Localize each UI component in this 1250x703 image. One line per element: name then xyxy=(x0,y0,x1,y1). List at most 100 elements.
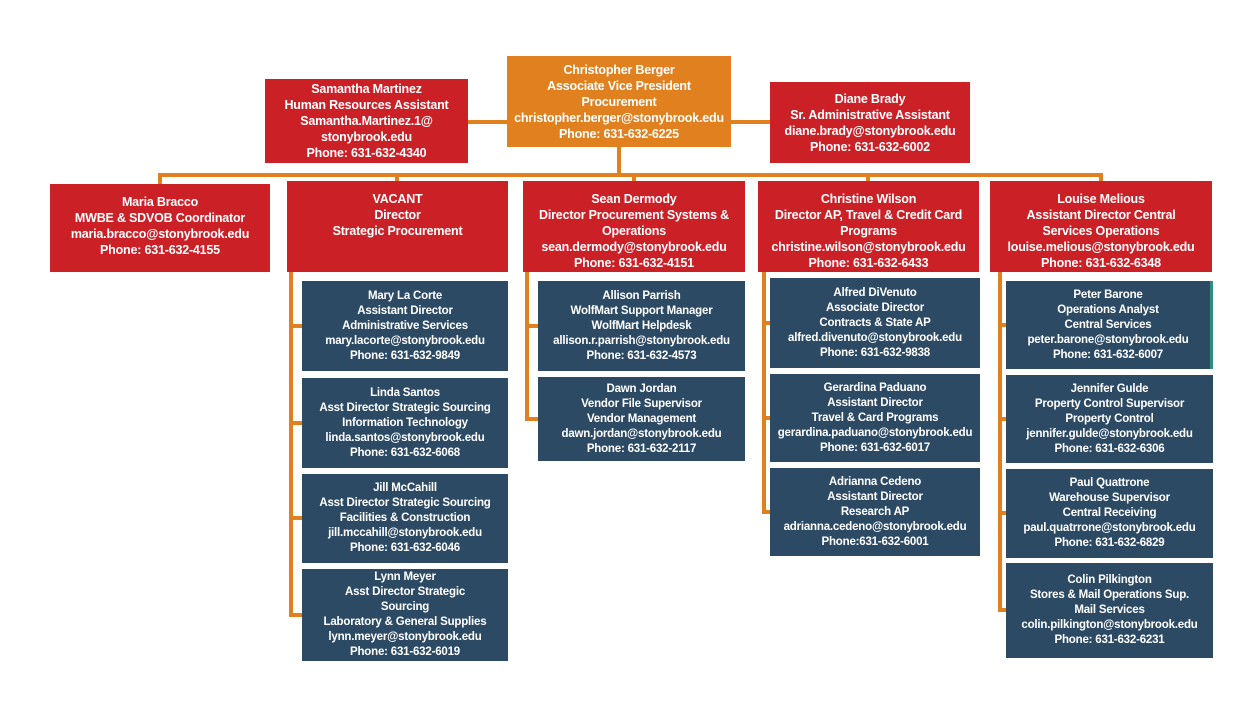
person-title: Assistant Director xyxy=(827,490,923,503)
person-email: lynn.meyer@stonybrook.edu xyxy=(328,631,482,643)
node-gerardina-paduano: Gerardina Paduano Assistant Director Tra… xyxy=(770,374,980,462)
person-name: Gerardina Paduano xyxy=(823,381,927,394)
person-email: jill.mccahill@stonybrook.edu xyxy=(328,527,482,539)
node-jill-mccahill: Jill McCahill Asst Director Strategic So… xyxy=(302,474,508,563)
person-name: Jennifer Gulde xyxy=(1070,382,1149,395)
person-phone: Phone: 631-632-2117 xyxy=(586,442,697,455)
person-email: jennifer.gulde@stonybrook.edu xyxy=(1026,427,1193,440)
person-title: Mail Services xyxy=(1074,604,1145,616)
connector xyxy=(998,323,1006,327)
connector xyxy=(762,416,770,420)
person-phone: Phone: 631-632-4155 xyxy=(100,243,220,257)
person-title: Programs xyxy=(840,224,897,238)
person-name: Peter Barone xyxy=(1073,288,1143,301)
node-peter-barone: Peter Barone Operations Analyst Central … xyxy=(1006,281,1213,369)
person-title: Laboratory & General Supplies xyxy=(323,616,487,628)
person-name: Alfred DiVenuto xyxy=(833,286,917,299)
person-title: Human Resources Assistant xyxy=(284,98,449,112)
person-title: MWBE & SDVOB Coordinator xyxy=(74,211,246,225)
person-phone: Phone: 631-632-6068 xyxy=(350,446,460,459)
person-name: Dawn Jordan xyxy=(606,382,677,395)
connector xyxy=(158,173,162,184)
person-title: Central Receiving xyxy=(1062,507,1157,519)
person-email: linda.santos@stonybrook.edu xyxy=(325,431,485,444)
person-title: Travel & Card Programs xyxy=(811,411,939,424)
connector xyxy=(395,173,399,182)
node-alfred-divenuto: Alfred DiVenuto Associate Director Contr… xyxy=(770,278,980,368)
node-sean-dermody: Sean Dermody Director Procurement System… xyxy=(523,181,745,272)
person-title: Director Procurement Systems & xyxy=(539,208,729,222)
person-name: Jill McCahill xyxy=(373,482,437,494)
person-name: Lynn Meyer xyxy=(374,571,436,583)
person-title: Sr. Administrative Assistant xyxy=(790,107,950,122)
node-linda-santos: Linda Santos Asst Director Strategic Sou… xyxy=(302,378,508,468)
person-email: alfred.divenuto@stonybrook.edu xyxy=(788,331,962,344)
person-title: Property Control Supervisor xyxy=(1034,397,1185,410)
person-email: mary.lacorte@stonybrook.edu xyxy=(325,334,485,347)
node-samantha-martinez: Samantha Martinez Human Resources Assist… xyxy=(265,79,468,163)
connector xyxy=(617,147,621,177)
person-title: Stores & Mail Operations Sup. xyxy=(1029,589,1190,601)
person-phone: Phone: 631-632-6433 xyxy=(808,256,929,270)
connector xyxy=(289,516,302,520)
person-title: Administrative Services xyxy=(342,319,468,332)
node-mary-la-corte: Mary La Corte Assistant Director Adminis… xyxy=(302,281,508,371)
connector xyxy=(762,321,770,325)
person-name: Paul Quattrone xyxy=(1069,477,1150,489)
connector xyxy=(762,510,770,514)
person-phone: Phone: 631-632-6829 xyxy=(1054,537,1165,549)
person-name: Christopher Berger xyxy=(563,62,675,77)
connector xyxy=(998,511,1006,515)
person-phone: Phone: 631-632-4151 xyxy=(574,256,694,270)
person-phone: Phone: 631-632-6007 xyxy=(1053,348,1163,361)
person-title: Director xyxy=(374,208,421,222)
person-title: Asst Director Strategic xyxy=(344,586,466,598)
person-title: Services Operations xyxy=(1042,224,1160,238)
person-phone: Phone: 631-632-4340 xyxy=(306,146,427,160)
person-phone: Phone: 631-632-9838 xyxy=(820,346,930,359)
connector xyxy=(632,173,636,182)
person-email: gerardina.paduano@stonybrook.edu xyxy=(777,426,973,439)
person-email: paul.quatrrone@stonybrook.edu xyxy=(1023,522,1196,534)
connector xyxy=(998,608,1006,612)
connector xyxy=(289,613,302,617)
person-email: sean.dermody@stonybrook.edu xyxy=(541,240,727,254)
person-name: Mary La Corte xyxy=(367,289,443,302)
person-name: Maria Bracco xyxy=(121,195,199,209)
person-phone: Phone: 631-632-6306 xyxy=(1054,442,1165,455)
person-name: Sean Dermody xyxy=(591,192,677,206)
person-title: Operations Analyst xyxy=(1057,303,1159,316)
person-title: Central Services xyxy=(1064,318,1152,331)
connector xyxy=(1099,173,1103,182)
person-name: Christine Wilson xyxy=(820,192,917,206)
person-name: Allison Parrish xyxy=(602,289,681,302)
person-name: Adrianna Cedeno xyxy=(828,475,922,488)
person-title: Contracts & State AP xyxy=(819,316,931,329)
node-adrianna-cedeno: Adrianna Cedeno Assistant Director Resea… xyxy=(770,468,980,556)
person-name: Samantha Martinez xyxy=(311,82,422,96)
person-phone: Phone: 631-632-6046 xyxy=(350,542,460,554)
person-phone: Phone: 631-632-6019 xyxy=(350,646,460,658)
node-lynn-meyer: Lynn Meyer Asst Director Strategic Sourc… xyxy=(302,569,508,661)
person-email: maria.bracco@stonybrook.edu xyxy=(70,227,250,241)
node-louise-melious: Louise Melious Assistant Director Centra… xyxy=(990,181,1212,272)
person-title: Information Technology xyxy=(342,416,468,429)
person-email: allison.r.parrish@stonybrook.edu xyxy=(553,334,730,347)
connector xyxy=(468,120,507,124)
person-phone: Phone:631-632-6001 xyxy=(821,535,929,548)
connector xyxy=(731,120,770,124)
person-title: Assistant Director xyxy=(827,396,923,409)
node-dawn-jordan: Dawn Jordan Vendor File Supervisor Vendo… xyxy=(538,377,745,461)
person-email: adrianna.cedeno@stonybrook.edu xyxy=(783,520,967,533)
person-email: stonybrook.edu xyxy=(321,130,412,144)
person-title: Operations xyxy=(602,224,666,238)
person-name: Linda Santos xyxy=(370,386,440,399)
person-title: Assistant Director xyxy=(357,304,453,317)
person-name: Louise Melious xyxy=(1057,192,1145,206)
connector xyxy=(525,417,538,421)
person-title: Warehouse Supervisor xyxy=(1049,492,1170,504)
node-jennifer-gulde: Jennifer Gulde Property Control Supervis… xyxy=(1006,375,1213,463)
connector xyxy=(158,173,1103,177)
person-email: christine.wilson@stonybrook.edu xyxy=(771,240,966,254)
